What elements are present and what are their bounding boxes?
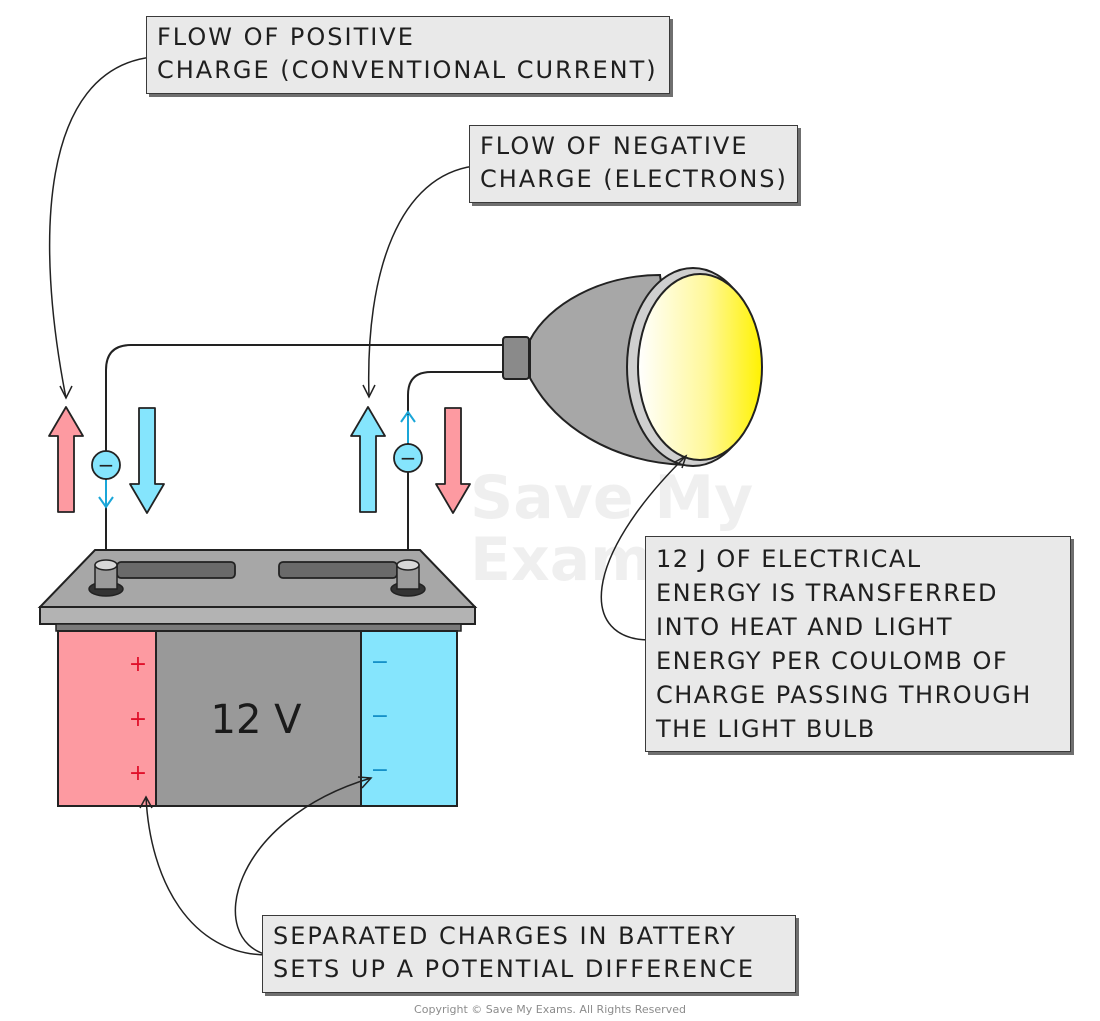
wire-negative-terminal bbox=[407, 371, 503, 556]
negative-symbol-1: − bbox=[371, 650, 389, 675]
label-positive-charge-flow: FLOW OF POSITIVE CHARGE (CONVENTIONAL CU… bbox=[146, 16, 670, 94]
electron-left-symbol: − bbox=[98, 453, 115, 477]
positive-symbol-1: + bbox=[129, 652, 147, 677]
label-energy-line-2: ENERGY IS TRANSFERRED bbox=[656, 579, 999, 607]
flow-arrows bbox=[48, 406, 471, 514]
wire-positive-terminal bbox=[105, 344, 503, 556]
label-separated-line-1: SEPARATED CHARGES IN BATTERY bbox=[273, 922, 738, 950]
electron-right: − bbox=[393, 410, 423, 473]
conventional-current-up-arrow bbox=[48, 406, 84, 513]
light-bulb bbox=[502, 267, 763, 467]
label-negative-line-1: FLOW OF NEGATIVE bbox=[480, 132, 749, 160]
wires bbox=[105, 344, 503, 556]
electron-flow-up-arrow bbox=[350, 406, 386, 513]
leader-energy bbox=[600, 455, 687, 641]
battery: 12 V + + + − − − bbox=[37, 549, 478, 807]
label-energy-line-5: CHARGE PASSING THROUGH bbox=[656, 681, 1032, 709]
leader-separated-positive bbox=[145, 796, 269, 956]
label-energy-line-1: 12 J OF ELECTRICAL bbox=[656, 545, 922, 573]
label-energy-line-3: INTO HEAT AND LIGHT bbox=[656, 613, 953, 641]
negative-symbol-3: − bbox=[371, 758, 389, 783]
leader-negative-flow bbox=[367, 165, 476, 398]
label-energy-line-4: ENERGY PER COULOMB OF bbox=[656, 647, 1009, 675]
watermark-line-1: Save My bbox=[470, 463, 753, 533]
label-negative-charge-flow: FLOW OF NEGATIVE CHARGE (ELECTRONS) bbox=[469, 125, 798, 203]
battery-lid-shadow bbox=[55, 623, 462, 632]
bulb-glass bbox=[637, 273, 763, 461]
label-separated-line-2: SETS UP A POTENTIAL DIFFERENCE bbox=[273, 955, 755, 983]
negative-symbol-2: − bbox=[371, 704, 389, 729]
electron-right-symbol: − bbox=[400, 446, 417, 470]
positive-symbol-3: + bbox=[129, 761, 147, 786]
battery-voltage: 12 V bbox=[211, 697, 303, 743]
battery-body bbox=[155, 630, 362, 807]
conventional-current-down-arrow bbox=[435, 407, 471, 514]
positive-terminal bbox=[88, 559, 124, 597]
copyright-notice: Copyright © Save My Exams. All Rights Re… bbox=[414, 1003, 686, 1016]
label-negative-line-2: CHARGE (ELECTRONS) bbox=[480, 165, 788, 193]
electron-flow-down-arrow bbox=[129, 407, 165, 514]
leader-positive-flow bbox=[48, 56, 153, 399]
battery-positive-side bbox=[57, 630, 157, 807]
battery-negative-side bbox=[360, 630, 458, 807]
bulb-base bbox=[502, 336, 530, 380]
label-energy-transfer: 12 J OF ELECTRICAL ENERGY IS TRANSFERRED… bbox=[645, 536, 1071, 752]
label-energy-line-6: THE LIGHT BULB bbox=[656, 715, 876, 743]
leader-separated-negative bbox=[234, 777, 372, 956]
label-separated-charges: SEPARATED CHARGES IN BATTERY SETS UP A P… bbox=[262, 915, 796, 993]
negative-terminal bbox=[390, 559, 426, 597]
battery-lid-edge bbox=[39, 606, 476, 625]
positive-symbol-2: + bbox=[129, 707, 147, 732]
battery-slot-right bbox=[278, 561, 398, 579]
electron-left: − bbox=[91, 450, 121, 509]
label-positive-line-1: FLOW OF POSITIVE bbox=[157, 23, 415, 51]
battery-slot-left bbox=[116, 561, 236, 579]
label-positive-line-2: CHARGE (CONVENTIONAL CURRENT) bbox=[157, 56, 658, 84]
